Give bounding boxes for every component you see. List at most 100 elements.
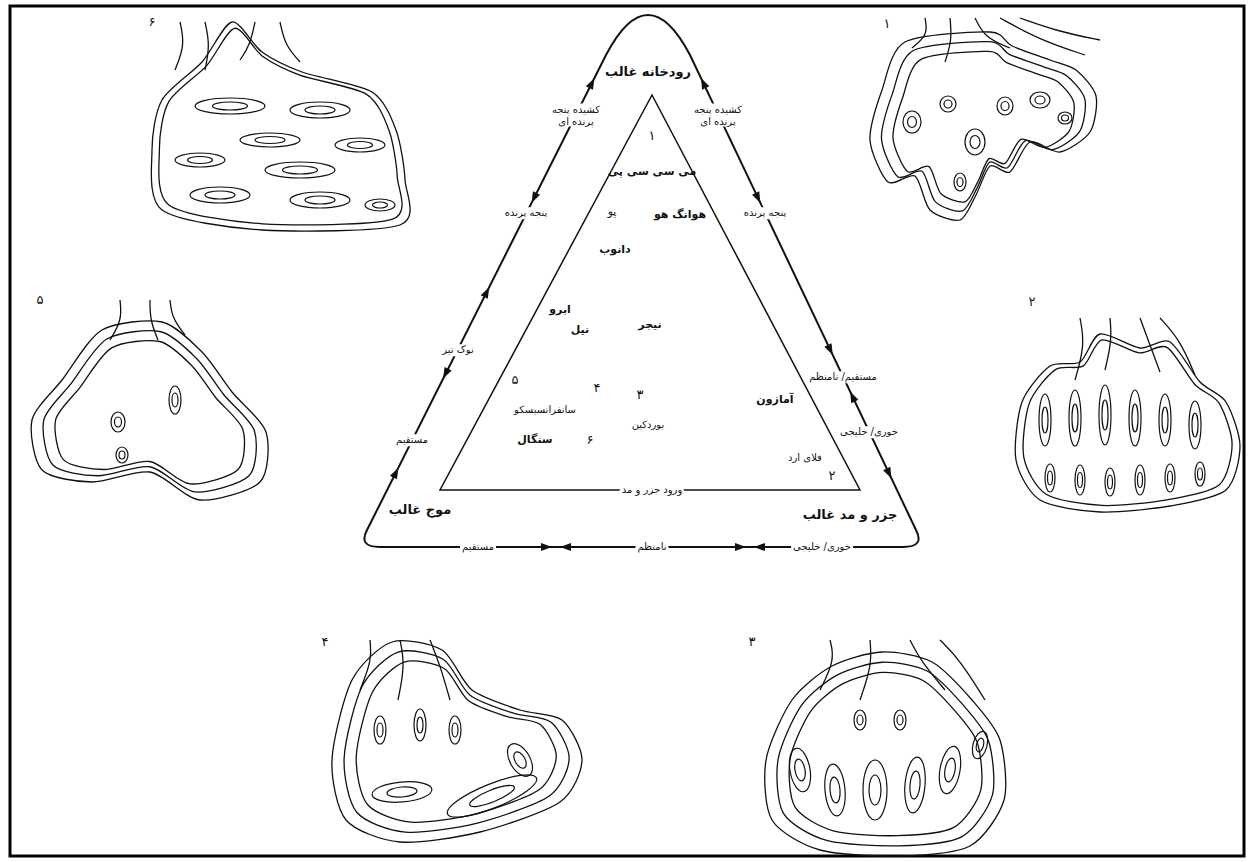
island bbox=[175, 153, 225, 167]
river-channel bbox=[945, 18, 951, 62]
island bbox=[443, 767, 541, 825]
side-label: پنجه پرنده bbox=[742, 207, 788, 219]
river-channel bbox=[820, 640, 832, 690]
delta-sketch bbox=[870, 18, 1100, 220]
island bbox=[793, 758, 807, 781]
callout-number: ۶ bbox=[585, 433, 596, 448]
place-name: سنگال bbox=[515, 434, 554, 447]
island bbox=[290, 102, 350, 118]
sketch-number: ۲ bbox=[1027, 295, 1038, 310]
river-channel bbox=[860, 640, 871, 700]
delta-outline bbox=[31, 321, 268, 500]
place-name: دانوب bbox=[597, 244, 633, 257]
sketch-number: ۶ bbox=[147, 15, 158, 30]
side-label: کشیده پنجه پرنده ای bbox=[684, 104, 752, 127]
island bbox=[970, 730, 991, 761]
delta-outline bbox=[777, 662, 994, 846]
island bbox=[449, 716, 461, 744]
island bbox=[374, 716, 386, 744]
river-channel bbox=[360, 640, 371, 690]
side-label: نامنظم bbox=[635, 541, 668, 553]
island bbox=[1198, 468, 1203, 480]
callout-number: ۳ bbox=[635, 388, 646, 403]
delta-outline bbox=[765, 652, 1006, 856]
side-label: مستقیم/ نامنظم bbox=[807, 371, 879, 383]
sketch-number: ۱ bbox=[882, 17, 893, 32]
island bbox=[863, 760, 887, 820]
island bbox=[1162, 407, 1168, 433]
sketch-number: ۳ bbox=[747, 635, 758, 650]
place-name: سانفرانسیسکو bbox=[512, 404, 578, 416]
island bbox=[943, 757, 957, 782]
island bbox=[365, 199, 395, 211]
island bbox=[373, 202, 388, 208]
island bbox=[172, 393, 178, 407]
island bbox=[857, 715, 863, 725]
river-channel bbox=[398, 640, 403, 700]
delta-sketch bbox=[765, 640, 1006, 856]
island bbox=[290, 192, 350, 208]
delta-outline bbox=[1023, 340, 1232, 506]
river-channel bbox=[975, 18, 1010, 48]
place-name: جزر و مد غالب bbox=[801, 508, 900, 523]
triangle-outline bbox=[355, 5, 925, 555]
island bbox=[348, 142, 373, 149]
island bbox=[377, 723, 383, 737]
island bbox=[414, 709, 426, 741]
island bbox=[387, 786, 418, 799]
side-label: نوک تیز bbox=[440, 344, 475, 356]
island bbox=[869, 775, 881, 805]
island bbox=[786, 747, 813, 794]
sketch-number: ۴ bbox=[320, 635, 331, 650]
river-channel bbox=[1140, 318, 1160, 372]
side-label: پنجه پرنده bbox=[503, 207, 549, 219]
delta-outline bbox=[893, 51, 1074, 202]
callout-number: ۲ bbox=[827, 469, 838, 484]
river-channel bbox=[1000, 18, 1085, 55]
island bbox=[111, 412, 125, 432]
delta-outline bbox=[151, 22, 410, 231]
delta-sketch bbox=[1015, 318, 1240, 512]
island bbox=[908, 117, 917, 128]
island bbox=[970, 136, 980, 149]
island bbox=[1030, 92, 1050, 108]
island bbox=[116, 447, 128, 463]
river-channel bbox=[940, 640, 985, 700]
island bbox=[1039, 394, 1051, 446]
delta-outline bbox=[43, 331, 256, 492]
island bbox=[1108, 475, 1113, 489]
river-channel bbox=[1075, 318, 1083, 380]
island bbox=[452, 723, 458, 737]
island bbox=[115, 417, 122, 427]
island bbox=[502, 739, 537, 780]
island bbox=[936, 745, 964, 796]
island bbox=[1138, 473, 1143, 488]
place-name: نیل bbox=[569, 324, 591, 337]
island bbox=[467, 781, 516, 810]
river-channel bbox=[175, 22, 183, 70]
place-name: ورود جزر و مد bbox=[620, 484, 684, 496]
island bbox=[997, 97, 1013, 115]
island bbox=[1072, 404, 1078, 432]
river-channel bbox=[1020, 18, 1100, 40]
side-label: کشیده پنجه پرنده ای bbox=[542, 104, 610, 127]
island bbox=[940, 96, 956, 112]
island bbox=[954, 173, 966, 191]
delta-outline bbox=[789, 672, 982, 835]
island bbox=[371, 779, 433, 804]
island bbox=[1192, 413, 1198, 437]
place-name: ابرو bbox=[547, 304, 573, 317]
island bbox=[1075, 465, 1085, 495]
island bbox=[195, 98, 265, 114]
callout-number: ۴ bbox=[592, 381, 603, 396]
river-channel bbox=[430, 640, 450, 700]
island bbox=[1045, 464, 1055, 492]
side-label: خوری/ خلیجی bbox=[838, 426, 900, 438]
callout-number: ۵ bbox=[510, 373, 521, 388]
island bbox=[1069, 390, 1081, 446]
island bbox=[1135, 465, 1145, 495]
island bbox=[897, 715, 903, 725]
frame bbox=[10, 6, 1244, 856]
island bbox=[957, 178, 963, 187]
